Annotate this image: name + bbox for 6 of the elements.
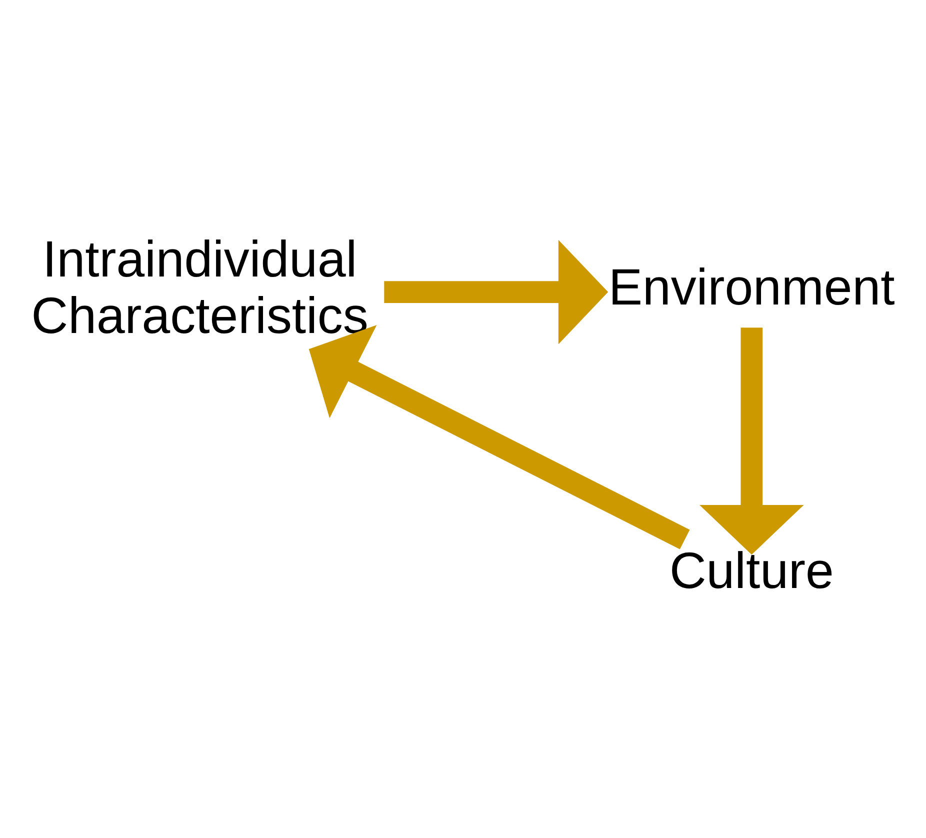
- arrow: [384, 239, 608, 344]
- arrow: [699, 327, 804, 554]
- node-text: Culture: [669, 541, 834, 598]
- node-text: Environment: [608, 258, 895, 316]
- node-text: Intraindividual Characteristics: [31, 230, 368, 344]
- arrow: [308, 324, 690, 549]
